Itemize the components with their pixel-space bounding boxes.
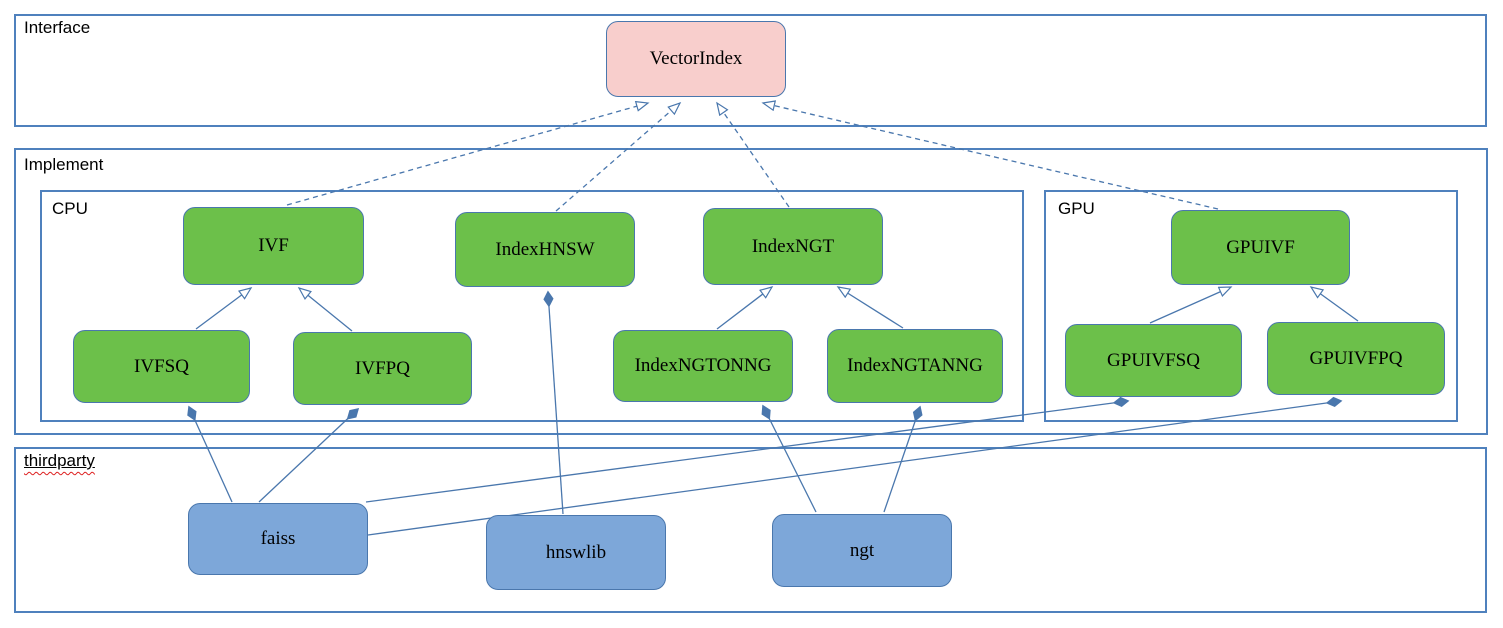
node-gpuivf-label: GPUIVF <box>1226 236 1295 258</box>
node-gpuivfsq[interactable]: GPUIVFSQ <box>1065 324 1242 397</box>
interface-container[interactable] <box>14 14 1487 127</box>
node-faiss-label: faiss <box>260 528 296 549</box>
implement-container-label: Implement <box>24 155 104 174</box>
edge-ngt-composes-indexngtanng[interactable] <box>883 405 923 513</box>
node-ivfpq-label: IVFPQ <box>355 357 410 379</box>
edge-faiss-composes-ivfpq[interactable] <box>258 407 360 503</box>
node-indexhnsw[interactable]: IndexHNSW <box>455 212 635 287</box>
cpu-container-label: CPU <box>52 199 88 218</box>
edge-ivfpq-extends-ivf[interactable] <box>299 288 353 332</box>
node-ivfsq-label: IVFSQ <box>134 355 189 377</box>
node-gpuivfpq-label: GPUIVFPQ <box>1309 347 1403 369</box>
node-faiss[interactable]: faiss <box>188 503 368 575</box>
node-indexngtanng-label: IndexNGTANNG <box>847 355 983 376</box>
node-vectorindex-label: VectorIndex <box>649 48 743 69</box>
node-vectorindex[interactable]: VectorIndex <box>606 21 786 97</box>
node-gpuivfsq-label: GPUIVFSQ <box>1107 349 1200 371</box>
edge-gpuivfpq-extends-gpuivf[interactable] <box>1311 287 1359 322</box>
node-ngt[interactable]: ngt <box>772 514 952 587</box>
node-gpuivfpq[interactable]: GPUIVFPQ <box>1267 322 1445 395</box>
edge-gpuivfsq-extends-gpuivf[interactable] <box>1149 287 1231 324</box>
interface-container-label: Interface <box>24 18 91 37</box>
cpu-container[interactable] <box>40 190 1024 422</box>
node-ivfsq[interactable]: IVFSQ <box>73 330 250 403</box>
node-ivfpq[interactable]: IVFPQ <box>293 332 472 405</box>
node-indexngt-label: IndexNGT <box>751 235 835 257</box>
edge-ivf-implements-vectorindex[interactable] <box>286 103 648 206</box>
edge-indexngtonng-extends-indexngt[interactable] <box>716 287 772 330</box>
edge-faiss-composes-ivfsq[interactable] <box>187 405 233 503</box>
node-ivf[interactable]: IVF <box>183 207 364 285</box>
edge-indexngt-implements-vectorindex[interactable] <box>717 103 790 208</box>
edge-faiss-composes-gpuivfpq[interactable] <box>367 396 1343 536</box>
implement-container[interactable] <box>14 148 1488 435</box>
node-ivf-label: IVF <box>258 235 289 256</box>
thirdparty-label-text: thirdparty <box>24 451 95 470</box>
edge-ivfsq-extends-ivf[interactable] <box>195 288 251 330</box>
edge-indexngtanng-extends-indexngt[interactable] <box>838 287 904 329</box>
edge-indexhnsw-implements-vectorindex[interactable] <box>555 103 680 212</box>
node-indexngt[interactable]: IndexNGT <box>703 208 883 285</box>
gpu-container-label: GPU <box>1058 199 1095 218</box>
node-ngt-label: ngt <box>849 539 875 561</box>
edge-faiss-composes-gpuivfsq[interactable] <box>365 396 1130 503</box>
node-gpuivf[interactable]: GPUIVF <box>1171 210 1350 285</box>
edge-ngt-composes-indexngtonng[interactable] <box>761 404 817 513</box>
node-indexhnsw-label: IndexHNSW <box>495 238 595 260</box>
node-indexngtanng[interactable]: IndexNGTANNG <box>827 329 1003 403</box>
edge-hnswlib-composes-indexhnsw[interactable] <box>543 290 564 515</box>
edge-gpuivf-implements-vectorindex[interactable] <box>763 103 1219 210</box>
node-hnswlib-label: hnswlib <box>545 541 607 563</box>
thirdparty-container-label: thirdparty <box>24 451 95 471</box>
thirdparty-container[interactable] <box>14 447 1487 613</box>
node-indexngtonng-label: IndexNGTONNG <box>634 355 772 376</box>
node-indexngtonng[interactable]: IndexNGTONNG <box>613 330 793 402</box>
gpu-container[interactable] <box>1044 190 1458 422</box>
node-hnswlib[interactable]: hnswlib <box>486 515 666 590</box>
